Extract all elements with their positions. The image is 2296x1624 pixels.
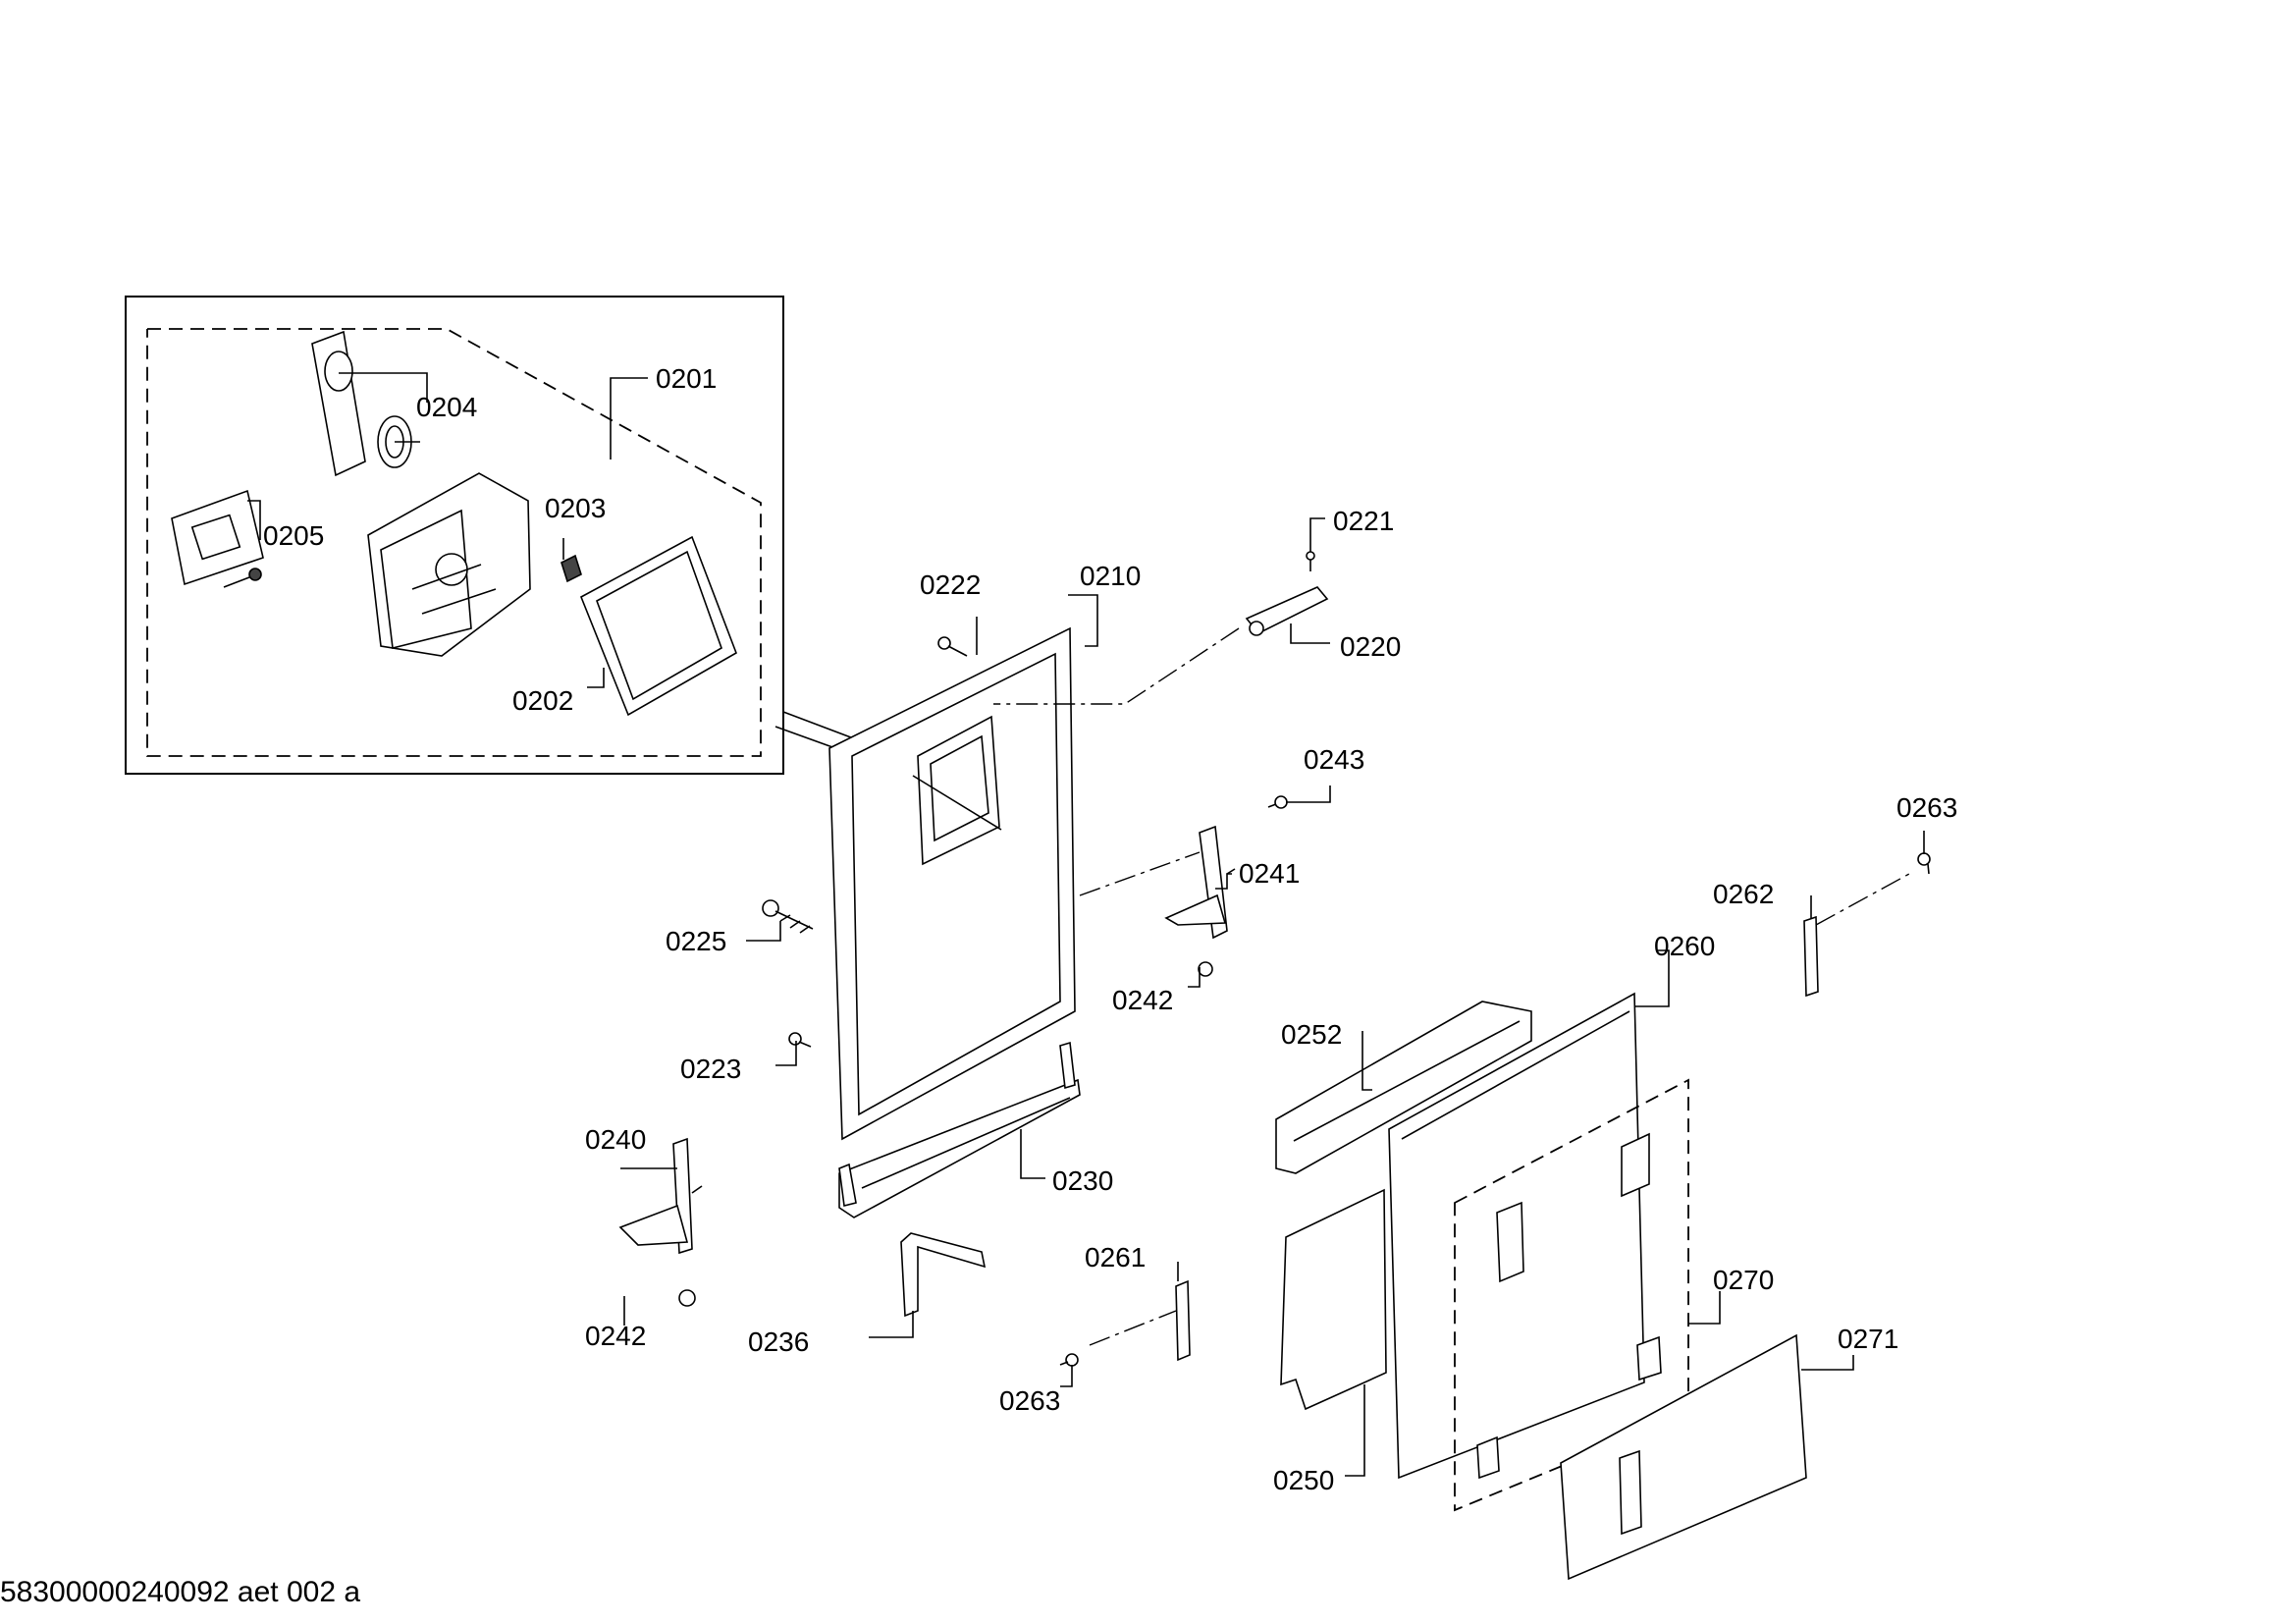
label-0242-left: 0242 xyxy=(585,1321,646,1351)
label-0252: 0252 xyxy=(1281,1019,1342,1050)
part-0240-hinge xyxy=(618,1137,703,1255)
label-0270: 0270 xyxy=(1713,1265,1774,1295)
part-0205-cover xyxy=(171,489,264,588)
part-0261-bracket xyxy=(1175,1279,1191,1362)
part-0230-rail xyxy=(838,1041,1081,1218)
label-0271: 0271 xyxy=(1838,1324,1898,1354)
label-0205: 0205 xyxy=(263,520,324,551)
part-0262-bracket xyxy=(1803,915,1819,998)
assembly-line-0262 xyxy=(1815,873,1910,926)
label-0230: 0230 xyxy=(1052,1165,1113,1196)
leader-lines xyxy=(247,372,1925,1477)
label-0236: 0236 xyxy=(748,1326,809,1357)
part-0220-latch xyxy=(1245,586,1329,636)
part-0263-screw-lower xyxy=(1059,1353,1079,1367)
part-0203-clip xyxy=(561,554,582,583)
part-0243-screw xyxy=(1267,795,1288,809)
part-0270-region xyxy=(1454,1078,1689,1512)
part-dispenser-body xyxy=(367,472,531,657)
part-0221-screw xyxy=(1306,551,1315,571)
label-0241: 0241 xyxy=(1239,858,1300,889)
part-0202-seal xyxy=(579,535,737,717)
part-0242-clip-right xyxy=(1198,961,1213,977)
label-0222: 0222 xyxy=(920,569,981,600)
label-0262: 0262 xyxy=(1713,879,1774,909)
label-0242-right: 0242 xyxy=(1112,985,1173,1015)
label-0240: 0240 xyxy=(585,1124,646,1155)
assembly-line-0261 xyxy=(1089,1310,1177,1346)
part-labels: 0201 0204 0205 0203 0202 0222 0210 0221 … xyxy=(263,363,1957,1495)
part-0260-outer-panel xyxy=(1388,992,1662,1480)
label-0261: 0261 xyxy=(1085,1242,1146,1272)
label-0250: 0250 xyxy=(1273,1465,1334,1495)
part-0252-trim xyxy=(1275,1001,1532,1174)
label-0263-lower: 0263 xyxy=(999,1385,1060,1416)
label-0263-upper: 0263 xyxy=(1896,792,1957,823)
label-0243: 0243 xyxy=(1304,744,1364,775)
label-0225: 0225 xyxy=(666,926,726,956)
assembly-line-0220 xyxy=(993,627,1240,705)
part-0271-lower-panel xyxy=(1560,1333,1807,1581)
label-0260: 0260 xyxy=(1654,931,1715,961)
detail-inset xyxy=(125,296,865,775)
label-0221: 0221 xyxy=(1333,506,1394,536)
part-0222-screw xyxy=(937,636,968,657)
label-0201: 0201 xyxy=(656,363,717,394)
part-0241-hinge xyxy=(1164,825,1236,940)
label-0220: 0220 xyxy=(1340,631,1401,662)
part-0236-bracket xyxy=(900,1232,987,1318)
label-0223: 0223 xyxy=(680,1054,741,1084)
assembly-line-0241 xyxy=(1079,851,1201,896)
part-0223-screw xyxy=(788,1032,812,1048)
part-0210-inner-door xyxy=(828,626,1076,1141)
label-0203: 0203 xyxy=(545,493,606,523)
part-0242-clip-left xyxy=(678,1289,696,1307)
drawing-id: 58300000240092 aet 002 a xyxy=(0,1576,361,1608)
label-0202: 0202 xyxy=(512,685,573,716)
label-0210: 0210 xyxy=(1080,561,1141,591)
label-0204: 0204 xyxy=(416,392,477,422)
part-0263-screw-upper xyxy=(1917,852,1931,875)
part-0225-screw xyxy=(762,899,814,934)
part-0250-insulation xyxy=(1280,1188,1387,1411)
part-0204-lid xyxy=(311,330,412,477)
